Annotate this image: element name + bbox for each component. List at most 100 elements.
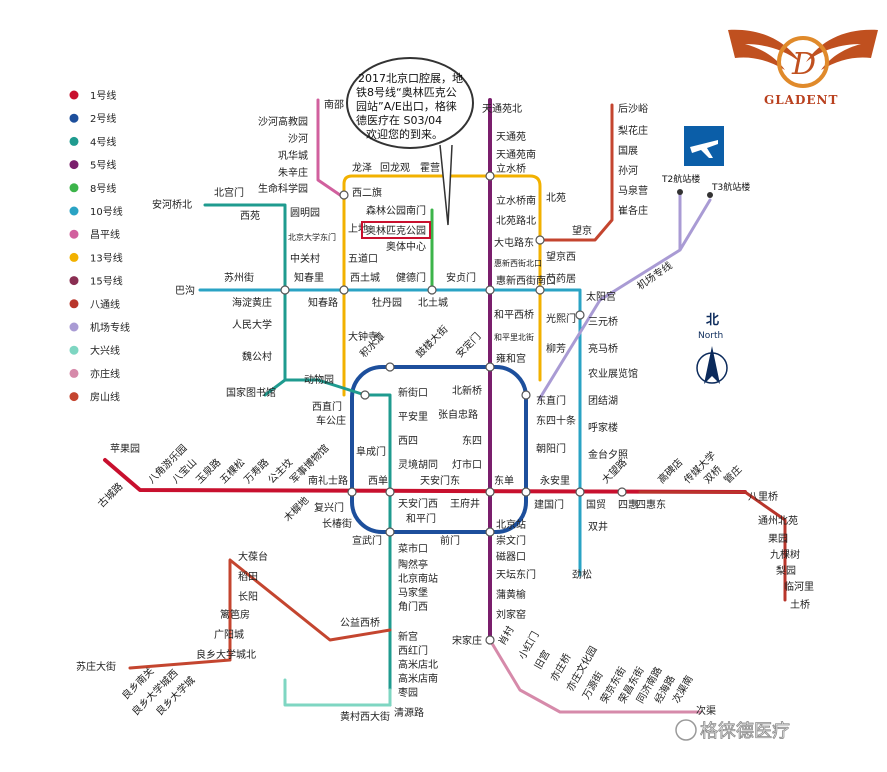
station-label[interactable]: 万寿路 <box>241 456 271 486</box>
station-label[interactable]: 南邵 <box>324 98 344 111</box>
station-label[interactable]: 北京站 <box>496 518 526 531</box>
station-label[interactable]: 苏州街 <box>224 271 254 284</box>
station-label[interactable]: 劲松 <box>572 568 592 581</box>
station-label[interactable]: 北新桥 <box>452 384 482 397</box>
station-label[interactable]: 阜成门 <box>356 445 386 458</box>
station-label[interactable]: 牡丹园 <box>372 296 402 309</box>
station-label[interactable]: 上地 <box>348 222 368 235</box>
interchange-huixinxijie[interactable] <box>485 285 495 295</box>
station-label[interactable]: 立水桥 <box>496 162 526 175</box>
station-label[interactable]: 稻田 <box>238 571 258 583</box>
station-label[interactable]: 天通苑南 <box>496 148 536 161</box>
station-label[interactable]: 太阳宫 <box>586 290 616 303</box>
station-label[interactable]: 车公庄 <box>316 414 346 427</box>
station-label[interactable]: 巴沟 <box>175 284 195 297</box>
station-label[interactable]: 木樨地 <box>281 494 311 524</box>
station-label[interactable]: 天安门西 <box>398 497 438 510</box>
station-label[interactable]: 立水桥南 <box>496 194 536 207</box>
station-label[interactable]: 北京大学东门 <box>288 232 336 242</box>
station-label[interactable]: 高碑店 <box>655 456 685 486</box>
station-label[interactable]: 新宫 <box>398 630 418 643</box>
station-label[interactable]: 四惠 <box>618 498 638 511</box>
station-label[interactable]: 惠新西街北口 <box>494 258 542 268</box>
station-label[interactable]: 东单 <box>494 474 514 487</box>
station-label[interactable]: 四惠东 <box>636 498 666 511</box>
station-label[interactable]: 西四 <box>398 436 418 447</box>
station-label[interactable]: 玉泉路 <box>193 456 223 486</box>
interchange-dongdan[interactable] <box>485 487 495 497</box>
station-label[interactable]: 人民大学 <box>232 318 272 331</box>
station-label[interactable]: 雍和宫 <box>496 352 526 365</box>
station-label[interactable]: 知春路 <box>308 296 338 309</box>
station-label[interactable]: 双井 <box>588 520 608 533</box>
station-label[interactable]: 西单 <box>368 475 388 487</box>
station-label[interactable]: 大钟寺 <box>348 330 378 343</box>
station-label[interactable]: 良乡大学城北 <box>196 648 256 661</box>
station-label[interactable]: 森林公园南门 <box>366 204 426 217</box>
station-label[interactable]: 崔各庄 <box>618 204 648 217</box>
interchange-haidianhuangzhuang[interactable] <box>280 285 290 295</box>
station-label[interactable]: 魏公村 <box>242 350 272 363</box>
station-label[interactable]: 北土城 <box>418 296 448 309</box>
station-label[interactable]: 西红门 <box>398 644 428 657</box>
station-label[interactable]: 八里桥 <box>748 491 778 503</box>
station-label[interactable]: 和平里北街 <box>494 332 534 342</box>
station-label[interactable]: 平安里 <box>398 410 428 423</box>
station-label[interactable]: 旧宫 <box>531 648 552 672</box>
interchange-yonghegong[interactable] <box>485 362 495 372</box>
station-label[interactable]: 高米店南 <box>398 672 438 685</box>
interchange-xuanwumen[interactable] <box>385 527 395 537</box>
station-label[interactable]: 苏庄大街 <box>76 660 116 673</box>
interchange-xidan[interactable] <box>385 487 395 497</box>
station-label[interactable]: 黄村西大街 <box>340 710 390 723</box>
station-label[interactable]: 后沙峪 <box>618 103 648 115</box>
station-label[interactable]: 东四十条 <box>536 414 576 427</box>
station-label[interactable]: 广阳城 <box>214 629 244 641</box>
station-label[interactable]: 蒲黄榆 <box>496 588 526 601</box>
highlight-station-label[interactable]: 奥林匹克公园 <box>366 224 426 237</box>
station-label[interactable]: 大葆台 <box>238 550 268 563</box>
station-label[interactable]: 前门 <box>440 534 460 547</box>
t3-label[interactable]: T3航站楼 <box>711 181 750 193</box>
station-label[interactable]: 长椿街 <box>322 517 352 530</box>
station-label[interactable]: 九棵树 <box>770 548 800 561</box>
station-label[interactable]: 菜市口 <box>398 542 428 555</box>
station-label[interactable]: 马泉营 <box>618 184 648 197</box>
station-label[interactable]: 大屯路东 <box>494 236 534 249</box>
station-label[interactable]: 国展 <box>618 145 638 157</box>
station-label[interactable]: 土桥 <box>790 598 810 611</box>
interchange-xizhimen[interactable] <box>360 390 370 400</box>
station-label[interactable]: 西苑 <box>240 209 260 222</box>
station-label[interactable]: 次渠 <box>696 704 716 717</box>
station-label[interactable]: 柳芳 <box>546 342 566 355</box>
station-label[interactable]: 高米店北 <box>398 658 438 671</box>
station-label[interactable]: 复兴门 <box>314 501 344 514</box>
station-label[interactable]: 健德门 <box>396 271 426 284</box>
station-label[interactable]: 呼家楼 <box>588 421 618 434</box>
t3-station-dot[interactable] <box>707 192 713 198</box>
station-label[interactable]: 天通苑 <box>496 130 526 143</box>
station-label[interactable]: 天通苑北 <box>482 102 522 115</box>
interchange-dongzhimen[interactable] <box>521 390 531 400</box>
station-label[interactable]: 公益西桥 <box>340 616 380 629</box>
station-label[interactable]: 永安里 <box>540 474 570 487</box>
station-label[interactable]: 天安门东 <box>420 474 460 487</box>
station-label[interactable]: 北京南站 <box>398 572 438 585</box>
station-label[interactable]: 新街口 <box>398 386 428 399</box>
station-label[interactable]: 知春里 <box>294 271 324 284</box>
station-label[interactable]: 中关村 <box>290 252 320 265</box>
station-label[interactable]: 崇文门 <box>496 534 526 547</box>
station-label[interactable]: 梨园 <box>776 564 796 577</box>
station-label[interactable]: 临河里 <box>784 580 814 593</box>
station-label[interactable]: 芍药居 <box>546 272 576 285</box>
station-label[interactable]: 清源路 <box>394 706 424 719</box>
t2-station-dot[interactable] <box>677 189 683 195</box>
station-label[interactable]: 五棵松 <box>217 456 247 486</box>
interchange-beitucheng[interactable] <box>427 285 437 295</box>
interchange-lishuiqiao[interactable] <box>485 171 495 181</box>
station-label[interactable]: 梨花庄 <box>618 124 648 137</box>
interchange-xituchen[interactable] <box>339 285 349 295</box>
station-label[interactable]: 宣武门 <box>352 534 382 547</box>
station-label[interactable]: 西直门 <box>312 400 342 413</box>
station-label[interactable]: 安贞门 <box>446 271 476 284</box>
